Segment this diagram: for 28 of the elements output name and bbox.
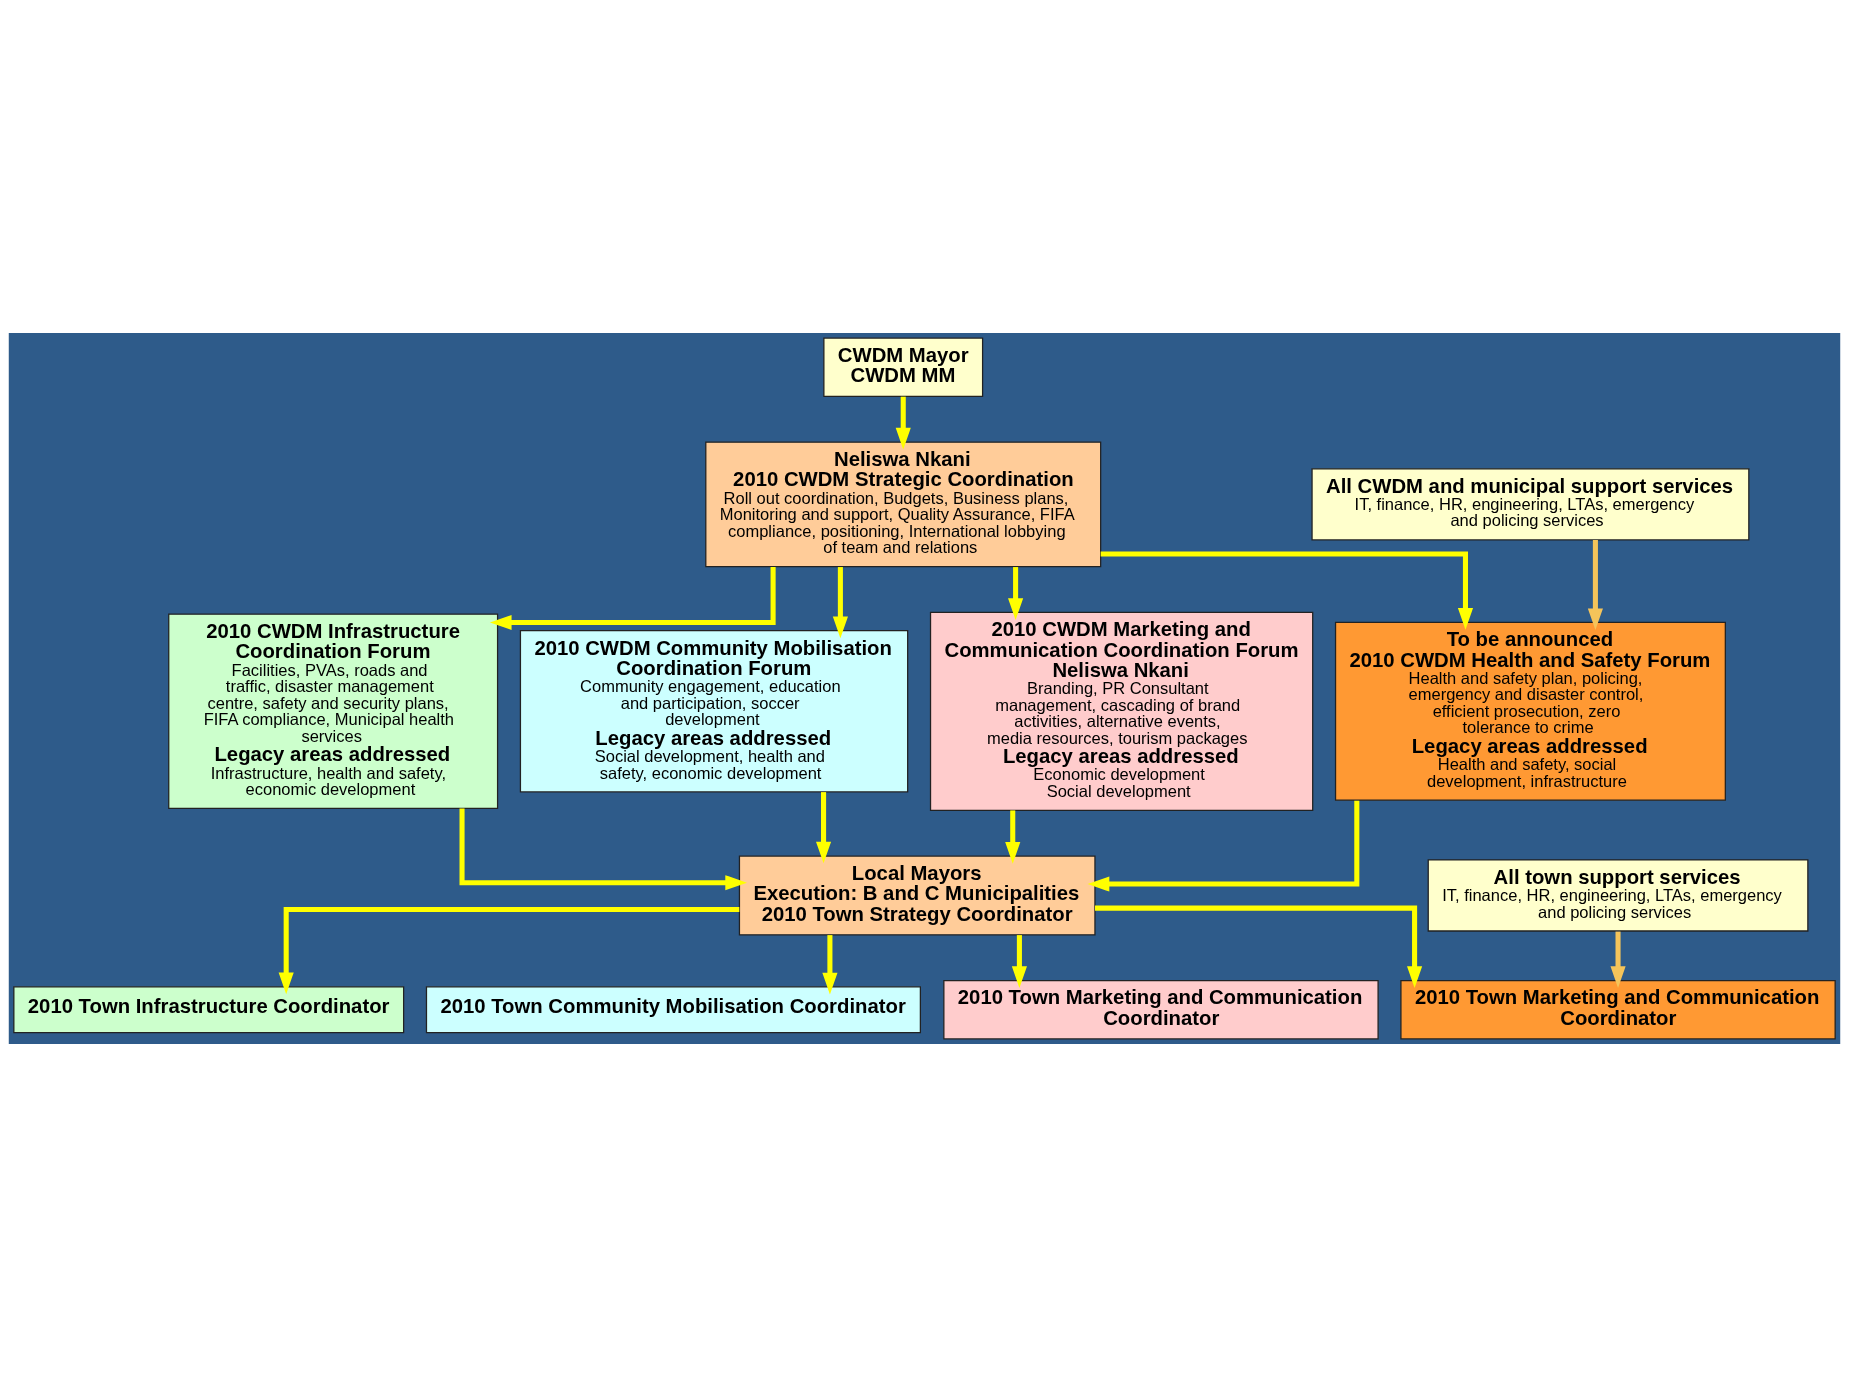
node-box: All town support services IT, finance, HR, engineering, LTAs, emergency and policing services [1427, 859, 1809, 932]
node-box: 2010 Town Community Mobilisation Coordinator [425, 986, 921, 1034]
arrow [816, 792, 832, 864]
node-box: Local Mayors Execution: B and C Municipalities 2010 Town Strategy Coordinator [738, 855, 1096, 936]
arrow [459, 808, 747, 891]
arrow [1011, 935, 1027, 988]
arrow [1100, 551, 1474, 630]
arrow [1610, 931, 1626, 988]
node-box: CWDM Mayor CWDM MM [823, 337, 984, 398]
arrow [1087, 800, 1360, 892]
arrow [1008, 567, 1024, 620]
node-box: 2010 Town Marketing and Communication Coordinator [943, 979, 1379, 1040]
node-box: 2010 Town Infrastructure Coordinator [13, 986, 405, 1034]
arrow [832, 567, 848, 639]
node-box: 2010 CWDM Infrastructure Coordination Forum Facilities, PVAs, roads and traffic, disaster management centre, safety and security plans, FIFA compliance, Municipal health services Legacy areas addressed Infrastructure, health and safety, economic development [168, 613, 499, 810]
arrow [1095, 905, 1423, 989]
node-box: To be announced 2010 CWDM Health and Safety Forum Health and safety plan, policing, emergency and disaster control, efficient prosecution, zero tolerance to crime Legacy areas addressed Health and safety, social development, infrastructure [1334, 621, 1726, 801]
arrow [278, 906, 740, 995]
arrow [1005, 810, 1021, 864]
node-box: 2010 CWDM Marketing and Communication Coordination Forum Neliswa Nkani Branding, PR Consultant management, cascading of brand activities, alternative events, media resources, tourism packages Legacy areas addressed Economic development Social development [929, 611, 1314, 812]
node-box: 2010 Town Marketing and Communication Coordinator [1400, 979, 1836, 1040]
node-box: Neliswa Nkani 2010 CWDM Strategic Coordination Roll out coordination, Budgets, Business plans, Monitoring and support, Quality Assurance, FIFA compliance, positioning, International lobbying of team and relations [705, 441, 1102, 568]
node-box: All CWDM and municipal support services IT, finance, HR, engineering, LTAs, emergency and policing services [1311, 468, 1750, 541]
arrow [822, 935, 838, 995]
arrow [489, 566, 776, 631]
arrow [1587, 540, 1603, 631]
arrow [895, 396, 911, 450]
node-box: 2010 CWDM Community Mobilisation Coordination Forum Community engagement, education and participation, soccer development Legacy areas addressed Social development, health and safety, economic development [519, 630, 909, 793]
